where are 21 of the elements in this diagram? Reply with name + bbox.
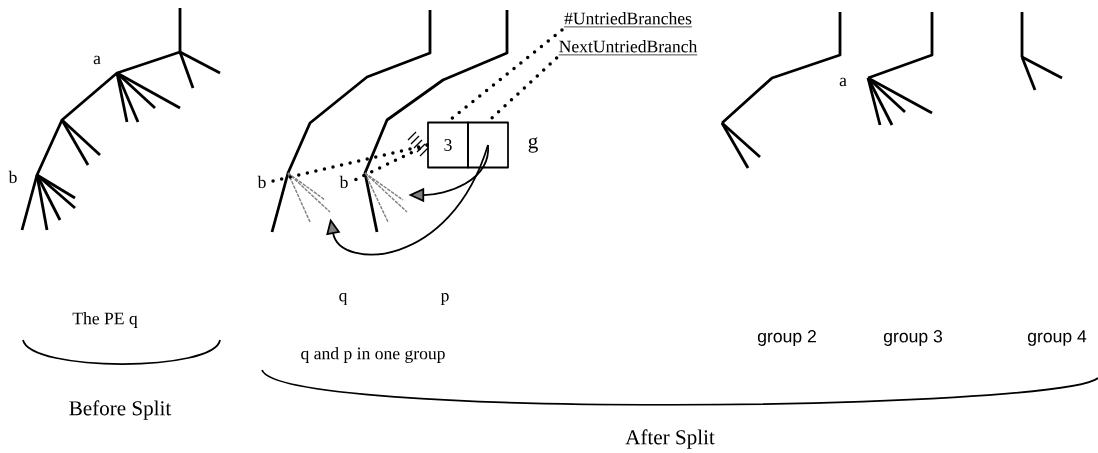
field-label: NextUntriedBranch xyxy=(558,40,698,56)
text-label: group 4 xyxy=(1027,330,1087,346)
node-label: b xyxy=(257,175,266,189)
branch-fan xyxy=(364,172,408,223)
text-label: a xyxy=(93,55,101,65)
text-label: a xyxy=(839,77,847,87)
text-label: After Split xyxy=(625,429,715,449)
text-label: b xyxy=(8,170,17,184)
text-label: p xyxy=(440,293,449,305)
text-label: q and p in one group xyxy=(301,347,445,363)
text-label: q xyxy=(339,292,348,306)
text-label: group 2 xyxy=(757,330,816,346)
text-label: The PE q xyxy=(72,312,138,328)
node-label: g xyxy=(528,137,538,153)
table-cell: 3 xyxy=(427,121,469,169)
node-label: b xyxy=(339,175,348,189)
text-label: Before Split xyxy=(69,400,172,420)
field-label: #UntriedBranches xyxy=(563,12,693,28)
branch-fan xyxy=(287,172,331,223)
table-cell xyxy=(467,121,509,169)
text-label: group 3 xyxy=(883,330,942,346)
